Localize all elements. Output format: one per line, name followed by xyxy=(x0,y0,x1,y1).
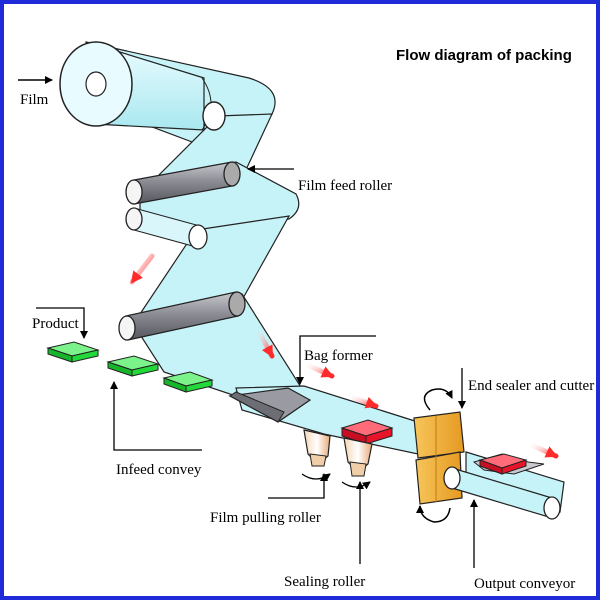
guide-roller xyxy=(118,291,246,341)
red-direction-arrows xyxy=(129,253,559,459)
product-green-3 xyxy=(162,371,214,393)
packing-flow-diagram: Flow diagram of packing Film Film feed r… xyxy=(18,41,594,592)
label-bag-former: Bag former xyxy=(304,348,373,364)
sealer-rotation-arrows xyxy=(416,388,453,523)
product-red-wrapped xyxy=(340,419,394,445)
end-sealer-cutter xyxy=(413,411,465,505)
bag-former-leader xyxy=(296,335,376,385)
film-pulling-roller-1 xyxy=(303,429,331,467)
film-pulling-roller-leader xyxy=(268,473,328,499)
label-end-sealer-cutter: End sealer and cutter xyxy=(468,378,594,394)
film-feed-roller-lower xyxy=(125,207,208,250)
infeed-conveyor-leader xyxy=(110,381,202,451)
bag-former xyxy=(228,387,312,423)
label-output-conveyor: Output conveyor xyxy=(474,576,575,592)
product-leader xyxy=(36,307,88,339)
product-green-1 xyxy=(46,341,100,363)
label-film: Film xyxy=(20,92,49,108)
product-red-packed xyxy=(472,453,545,475)
label-infeed-conveyor: Infeed convey xyxy=(116,462,202,478)
label-film-feed-roller: Film feed roller xyxy=(298,178,392,194)
output-conveyor xyxy=(443,466,561,520)
product-green-2 xyxy=(106,355,160,377)
idler-roller-top xyxy=(202,101,226,131)
label-sealing-roller: Sealing roller xyxy=(284,574,365,590)
film-pulling-roller-2 xyxy=(343,437,373,477)
film-roll xyxy=(59,41,212,131)
film-feed-roller-upper xyxy=(125,161,241,205)
label-product: Product xyxy=(32,316,79,332)
diagram-title: Flow diagram of packing xyxy=(396,47,572,64)
label-film-pulling-roller: Film pulling roller xyxy=(210,510,321,526)
